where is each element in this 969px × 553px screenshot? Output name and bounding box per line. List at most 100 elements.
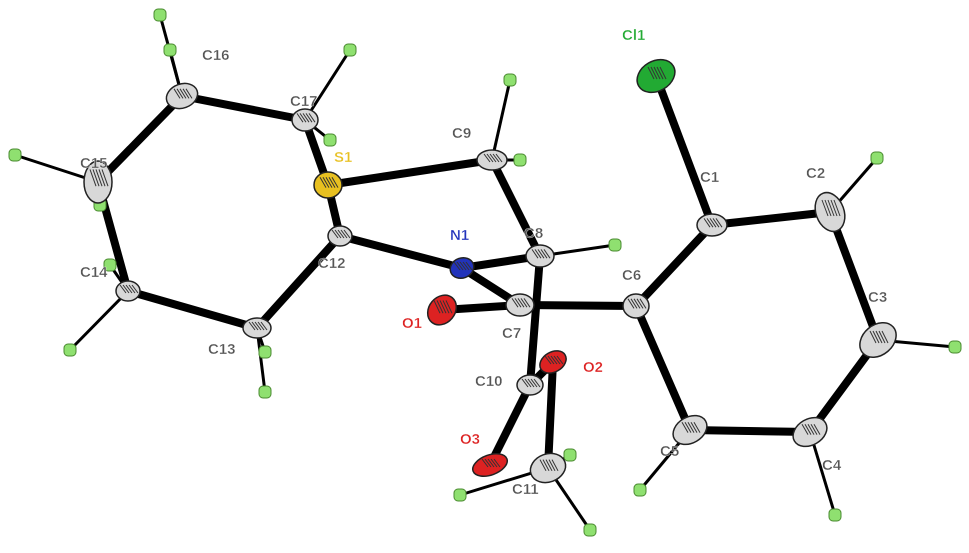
ellipsoid-hatch bbox=[636, 298, 644, 309]
atom-label-n1: N1 bbox=[450, 227, 469, 244]
ellipsoid-hatch bbox=[260, 321, 268, 331]
ellipsoid-hatch bbox=[659, 66, 667, 80]
ellipsoid-hatch bbox=[553, 355, 561, 365]
ellipsoid-hatch bbox=[325, 176, 333, 188]
ellipsoid-hatch bbox=[182, 88, 190, 99]
bond-h-C4 bbox=[808, 431, 837, 516]
ellipsoid-hatch bbox=[539, 459, 547, 472]
ellipsoid-hatch bbox=[128, 284, 136, 294]
bond-C4-C5 bbox=[686, 426, 814, 436]
bond-O2-C11 bbox=[544, 358, 557, 472]
ellipsoid-hatch bbox=[490, 458, 498, 468]
ellipsoid-hatch bbox=[872, 330, 880, 344]
ellipsoid-hatch bbox=[517, 298, 525, 308]
ellipsoid-hatch bbox=[302, 113, 310, 123]
ellipsoid-hatch bbox=[543, 249, 551, 259]
hydrogen-atom bbox=[258, 345, 272, 359]
ellipsoid-hatch bbox=[442, 300, 450, 314]
ellipsoid-hatch bbox=[305, 113, 313, 123]
hydrogen-atom bbox=[8, 148, 22, 162]
ellipsoid-hatch bbox=[833, 199, 841, 217]
ellipsoid-hatch bbox=[647, 66, 655, 80]
ellipsoid-hatch bbox=[89, 169, 97, 187]
ellipsoid-hatch bbox=[807, 423, 815, 435]
atom-label-cl1: Cl1 bbox=[622, 27, 645, 44]
ellipsoid-hatch bbox=[308, 113, 316, 123]
atom-label-c14: C14 bbox=[80, 264, 108, 281]
ellipsoid-hatch bbox=[122, 284, 130, 294]
atom-label-c7: C7 bbox=[502, 325, 521, 342]
hydrogen-atom bbox=[163, 43, 177, 57]
ellipsoid-hatch bbox=[495, 153, 503, 163]
hydrogen-atom bbox=[828, 508, 842, 522]
atom-label-o2: O2 bbox=[583, 359, 603, 376]
ellipsoid-hatch bbox=[881, 330, 889, 344]
bond-C13-C14 bbox=[124, 287, 261, 332]
ellipsoid-hatch bbox=[456, 261, 464, 271]
bond-C2-C3 bbox=[826, 208, 882, 344]
ellipsoid-hatch bbox=[125, 284, 133, 294]
bond-h-C17 bbox=[303, 49, 352, 121]
ellipsoid-hatch bbox=[453, 261, 461, 271]
ellipsoid-hatch bbox=[101, 169, 109, 187]
ellipsoid-hatch bbox=[176, 88, 184, 99]
ellipsoid-hatch bbox=[331, 229, 339, 239]
ellipsoid-hatch bbox=[627, 298, 635, 309]
hydrogen-atom bbox=[258, 385, 272, 399]
ellipsoid-hatch bbox=[481, 458, 489, 468]
bond-C16-C17 bbox=[178, 92, 309, 124]
ellipsoid-hatch bbox=[550, 355, 558, 365]
ellipsoid-hatch bbox=[801, 423, 809, 435]
ellipsoid-hatch bbox=[493, 458, 501, 468]
ellipsoid-hatch bbox=[465, 261, 473, 271]
ellipsoid-hatch bbox=[548, 459, 556, 472]
ellipsoid-hatch bbox=[813, 423, 821, 435]
ellipsoid-hatch bbox=[484, 458, 492, 468]
atom-label-s1: S1 bbox=[334, 149, 352, 166]
ellipsoid-hatch bbox=[486, 153, 494, 163]
ellipsoid-hatch bbox=[511, 298, 519, 308]
ellipsoid-hatch bbox=[248, 321, 256, 331]
atom-label-o3: O3 bbox=[460, 431, 480, 448]
atom-label-c3: C3 bbox=[868, 289, 887, 306]
bond-h-C14 bbox=[68, 289, 130, 352]
hydrogen-atom bbox=[153, 8, 167, 22]
bond-C8-C10 bbox=[526, 252, 544, 389]
ellipsoid-hatch bbox=[179, 88, 187, 99]
atom-label-c11: C11 bbox=[512, 481, 539, 498]
atom-label-c5: C5 bbox=[660, 443, 679, 460]
ellipsoid-hatch bbox=[334, 229, 342, 239]
ellipsoid-hatch bbox=[92, 169, 100, 187]
hydrogen-atom bbox=[608, 238, 622, 252]
ellipsoid-hatch bbox=[251, 321, 259, 331]
hydrogen-atom bbox=[870, 151, 884, 165]
ellipsoid-hatch bbox=[684, 421, 692, 433]
ellipsoid-hatch bbox=[630, 298, 638, 309]
ellipsoid-hatch bbox=[95, 169, 103, 187]
ellipsoid-hatch bbox=[254, 321, 262, 331]
ellipsoid-hatch bbox=[875, 330, 883, 344]
ellipsoid-hatch bbox=[331, 176, 339, 188]
ellipsoid-hatch bbox=[650, 66, 658, 80]
ellipsoid-hatch bbox=[337, 229, 345, 239]
bond-C15-C16 bbox=[94, 92, 186, 186]
ellipsoid-hatch bbox=[436, 300, 444, 314]
ellipsoid-hatch bbox=[527, 378, 535, 388]
ellipsoid-hatch bbox=[715, 218, 723, 228]
ellipsoid-hatch bbox=[540, 249, 548, 259]
atom-label-c13: C13 bbox=[208, 341, 236, 358]
ellipsoid-hatch bbox=[257, 321, 265, 331]
ellipsoid-hatch bbox=[520, 298, 528, 308]
ellipsoid-hatch bbox=[521, 378, 529, 388]
ellipsoid-hatch bbox=[551, 459, 559, 472]
ellipsoid-hatch bbox=[98, 169, 106, 187]
ellipsoid-hatch bbox=[131, 284, 139, 294]
atom-label-o1: O1 bbox=[402, 315, 422, 332]
hydrogen-atom bbox=[513, 153, 527, 167]
bond-C10-O3 bbox=[486, 381, 534, 469]
ellipsoid-hatch bbox=[531, 249, 539, 259]
ellipsoid-hatch bbox=[514, 298, 522, 308]
ellipsoid-hatch bbox=[556, 355, 564, 365]
